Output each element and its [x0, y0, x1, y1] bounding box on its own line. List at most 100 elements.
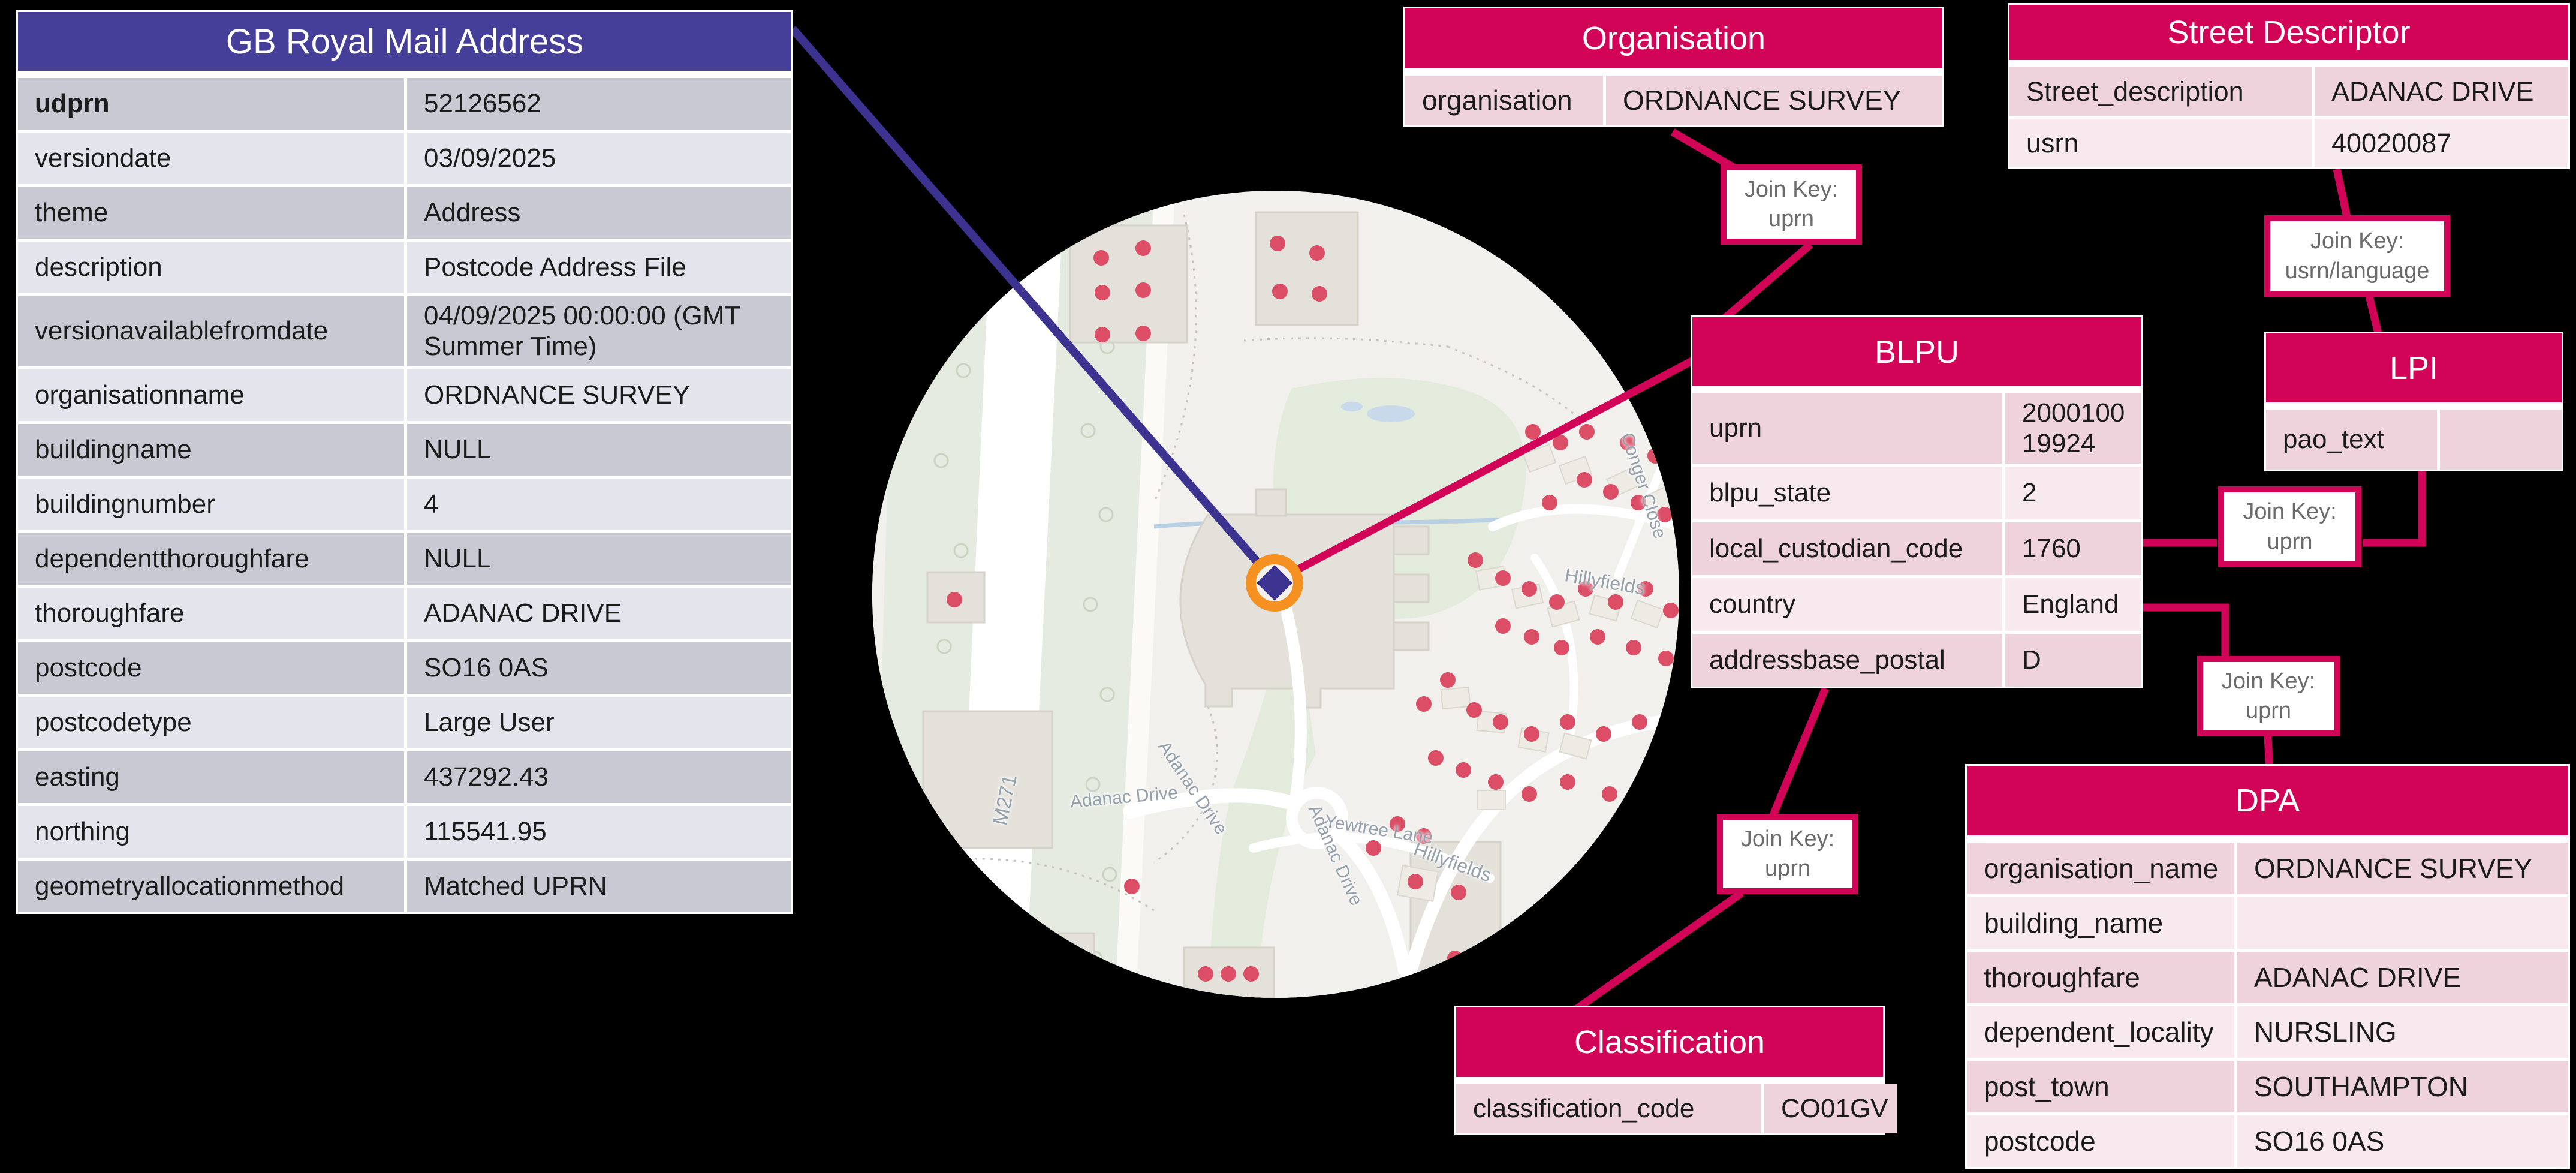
- row-label: organisation_name: [1967, 843, 2234, 894]
- address-point-dot: [1493, 714, 1508, 730]
- address-point-dot: [1524, 726, 1539, 742]
- joinkey-field: uprn: [1768, 206, 1815, 231]
- address-point-dot: [1198, 966, 1213, 982]
- joinkey-blpu-classification: Join Key: uprn: [1717, 814, 1858, 894]
- table-title: LPI: [2266, 333, 2562, 402]
- address-point-dot: [1124, 879, 1140, 894]
- address-point-dot: [1408, 874, 1423, 889]
- row-value: ORDNANCE SURVEY: [407, 369, 791, 422]
- map-roads: [1123, 435, 1679, 998]
- address-point-dot: [1243, 966, 1259, 982]
- address-point-dot: [1044, 959, 1060, 975]
- row-value: 1760: [2005, 522, 2141, 576]
- line-blpu-to-class-joinkey: [1769, 687, 1830, 817]
- row-label: postcode: [18, 642, 404, 694]
- address-point-dot: [1272, 284, 1288, 299]
- row-value: SO16 0AS: [2237, 1115, 2568, 1167]
- row-label: organisation: [1405, 76, 1603, 125]
- row-value: 03/09/2025: [407, 133, 791, 184]
- address-point-dot: [1390, 816, 1405, 832]
- address-point-dot: [1312, 286, 1327, 302]
- row-value: NURSLING: [2237, 1006, 2568, 1058]
- joinkey-field: uprn: [1764, 856, 1811, 881]
- address-point-dot: [1135, 326, 1151, 341]
- row-value: 52126562: [407, 78, 791, 130]
- row-value: 4: [407, 479, 791, 531]
- joinkey-label: Join Key:: [2243, 499, 2337, 525]
- row-value: CO01GV: [1764, 1084, 1897, 1133]
- address-point-dot: [1524, 629, 1539, 645]
- row-label: usrn: [2009, 119, 2312, 167]
- address-point-dot: [1647, 448, 1663, 464]
- row-label: pao_text: [2266, 410, 2437, 470]
- row-value: [2440, 410, 2562, 470]
- joinkey-field: uprn: [2267, 528, 2313, 554]
- address-point-dot: [1416, 696, 1432, 712]
- row-value: NULL: [407, 533, 791, 585]
- row-label: thoroughfare: [1967, 952, 2234, 1003]
- row-label: postcodetype: [18, 697, 404, 749]
- address-point-dot: [1525, 424, 1541, 440]
- address-point-dot: [1603, 484, 1619, 500]
- address-point-dot: [1579, 424, 1595, 440]
- joinkey-organisation-blpu: Join Key: uprn: [1721, 164, 1862, 245]
- joinkey-blpu-dpa: Join Key: uprn: [2197, 656, 2340, 736]
- map-marker: [1246, 554, 1303, 612]
- line-address-to-map: [789, 26, 1278, 585]
- address-point-dot: [1560, 774, 1575, 790]
- address-point-dot: [1632, 714, 1647, 730]
- address-point-dot: [1270, 236, 1285, 251]
- row-label: blpu_state: [1692, 467, 2002, 520]
- row-label: udprn: [18, 78, 404, 130]
- address-point-dot: [1366, 840, 1381, 856]
- row-value: 437292.43: [407, 751, 791, 804]
- address-point-dot: [1549, 594, 1565, 610]
- address-point-dot: [1658, 651, 1674, 666]
- address-point-dot: [1495, 618, 1511, 634]
- joinkey-streetdescriptor-lpi: Join Key: usrn/language: [2264, 215, 2450, 297]
- address-point-dot: [1466, 702, 1482, 718]
- row-value: 04/09/2025 00:00:00 (GMT Summer Time): [407, 296, 791, 367]
- map-marker-diamond-icon: [1257, 565, 1292, 601]
- table-title: DPA: [1967, 766, 2568, 835]
- line-lpi-to-joinkey: [2363, 470, 2426, 547]
- address-point-dot: [1590, 629, 1605, 645]
- row-label: geometryallocationmethod: [18, 861, 404, 913]
- address-point-dot: [1522, 581, 1537, 597]
- address-point-dot: [1440, 672, 1456, 688]
- row-label: local_custodian_code: [1692, 522, 2002, 576]
- row-label: Street_description: [2009, 67, 2312, 116]
- joinkey-label: Join Key:: [2221, 668, 2316, 694]
- row-value: England: [2005, 578, 2141, 631]
- row-label: dependentthoroughfare: [18, 533, 404, 585]
- address-point-dot: [1631, 495, 1646, 510]
- map-paths: [920, 214, 1580, 912]
- row-value: 2: [2005, 467, 2141, 520]
- address-point-dot: [1095, 285, 1110, 300]
- row-label: description: [18, 242, 404, 293]
- row-value: SO16 0AS: [407, 642, 791, 694]
- row-label: thoroughfare: [18, 588, 404, 640]
- lpi-table: LPI pao_text: [2266, 333, 2562, 470]
- row-label: versionavailablefromdate: [18, 296, 404, 367]
